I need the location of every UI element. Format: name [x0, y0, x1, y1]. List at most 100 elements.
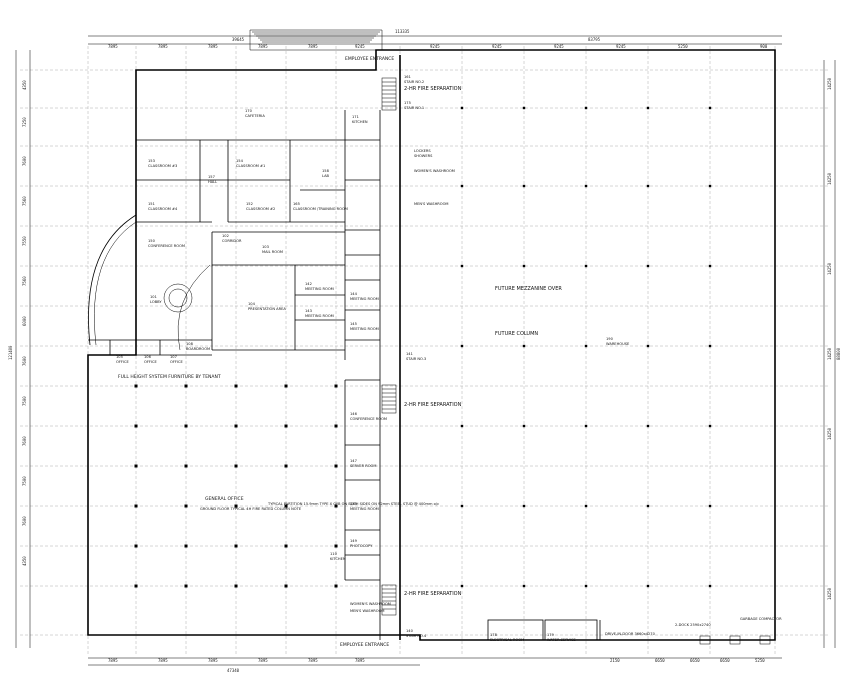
room-number: 171 [352, 115, 359, 119]
dimension-value: 4350 [22, 556, 27, 566]
room-number: 142 [305, 282, 312, 286]
dimension-value: 9245 [355, 44, 365, 49]
column-icon [708, 184, 712, 188]
room-number: 151 [148, 202, 155, 206]
room-name: SERVER ROOM [350, 464, 376, 468]
dimension-value: 14250 [827, 347, 832, 360]
room-name: MEETING ROOM [350, 327, 379, 331]
room-name: BOARDROOM [186, 347, 210, 351]
column-icon [708, 504, 712, 508]
room-name: CLASSROOM #3 [148, 164, 177, 168]
building-outline [87, 49, 776, 641]
column-icon [334, 504, 338, 508]
room-name: CONFERENCE ROOM [148, 244, 185, 248]
column-icon [460, 344, 464, 348]
room-number: 175 [404, 101, 411, 105]
dimension-value: 7895 [258, 658, 268, 663]
column-icon [184, 384, 188, 388]
room-number: 150 [148, 239, 156, 243]
dimension-value: 14250 [827, 77, 832, 90]
dimension-value: 7895 [308, 658, 318, 663]
bottom-left-dimension: 47340 [227, 668, 240, 673]
column-icon [334, 464, 338, 468]
dimension-value: 7550 [22, 236, 27, 246]
column-icon [646, 106, 650, 110]
mezzanine-note: FUTURE MEZZANINE OVER [495, 286, 562, 292]
employee-entrance-top: EMPLOYEE ENTRANCE [345, 56, 394, 62]
room-number: 154 [236, 159, 244, 163]
dimension-value: 7600 [22, 436, 27, 446]
dimension-value: 7895 [108, 658, 118, 663]
column-icon [646, 424, 650, 428]
fire-separation-note: 2-HR FIRE SEPARATION [404, 402, 462, 408]
dimension-strings [15, 35, 836, 666]
column-icon [134, 424, 138, 428]
dimension-value: 5250 [755, 658, 765, 663]
dimension-value: 7600 [22, 356, 27, 366]
column-icon [134, 464, 138, 468]
column-icon [134, 106, 712, 588]
washroom-label: MEN'S WASHROOM [414, 202, 449, 206]
column-icon [522, 106, 526, 110]
room-name: PHOTOCOPY [350, 544, 373, 548]
washroom-label: MEN'S WASHROOM [350, 609, 385, 613]
column-icon [184, 584, 188, 588]
column-icon [522, 584, 526, 588]
ground-floor-note: GROUND FLOOR TYPICAL 4H FIRE RATED COLUM… [200, 507, 302, 511]
general-office-label: GENERAL OFFICE [205, 496, 244, 502]
left-total-dimension: 121400 [8, 345, 13, 360]
column-icon [184, 504, 188, 508]
fire-separation-note: 2-HR FIRE SEPARATION [404, 591, 462, 597]
column-icon [646, 584, 650, 588]
room-name: LOBBY [150, 300, 162, 304]
office-walls [88, 110, 381, 640]
column-icon [584, 264, 588, 268]
column-icon [584, 106, 588, 110]
dimension-value: 7895 [208, 658, 218, 663]
room-name: LAB [322, 174, 330, 178]
column-icon [234, 384, 238, 388]
room-number: 106 [144, 355, 152, 359]
dimension-value: 7500 [22, 476, 27, 486]
column-icon [646, 344, 650, 348]
column-icon [460, 106, 464, 110]
dimension-value: 6650 [690, 658, 700, 663]
room-number: 153 [148, 159, 155, 163]
room-name: STAIR NO.1 [404, 106, 424, 110]
employee-entrance-bottom: EMPLOYEE ENTRANCE [340, 642, 389, 648]
column-icon [284, 584, 288, 588]
column-icon [522, 424, 526, 428]
column-icon [708, 264, 712, 268]
column-icon [234, 424, 238, 428]
dimension-value: 7895 [355, 658, 365, 663]
dimension-value: 7895 [258, 44, 268, 49]
column-icon [234, 504, 238, 508]
column-icon [460, 504, 464, 508]
stair-icon [381, 77, 397, 616]
room-name: OFFICE [144, 360, 158, 364]
column-icon [284, 544, 288, 548]
furniture-note: FULL HEIGHT SYSTEM FURNITURE BY TENANT [118, 374, 221, 380]
column-icon [334, 584, 338, 588]
dimension-value: 7895 [158, 658, 168, 663]
room-number: 147 [350, 459, 357, 463]
room-number: 157 [208, 175, 215, 179]
dimension-value: 14250 [827, 262, 832, 275]
room-name: CLASSROOM /TRAINING ROOM [293, 207, 348, 211]
room-number: 170 [245, 109, 253, 113]
room-name: CLASSROOM #4 [148, 207, 178, 211]
column-icon [284, 424, 288, 428]
column-icon [134, 584, 138, 588]
washroom-label: LOCKERS [414, 149, 431, 153]
partition-note: TYPICAL PARTITION 15.9mm TYPE X GYB ON B… [267, 502, 439, 506]
top-left-dimension: 39645 [232, 37, 245, 42]
dimension-value: 2150 [610, 658, 620, 663]
dimension-value: 6650 [655, 658, 665, 663]
column-icon [460, 584, 464, 588]
top-total-dimension: 113335 [395, 29, 410, 34]
room-name: MEETING ROOM [305, 287, 334, 291]
service-rooms [487, 619, 771, 645]
room-number: 108 [186, 342, 194, 346]
column-icon [522, 504, 526, 508]
room-name: STAIR NO.3 [406, 357, 426, 361]
